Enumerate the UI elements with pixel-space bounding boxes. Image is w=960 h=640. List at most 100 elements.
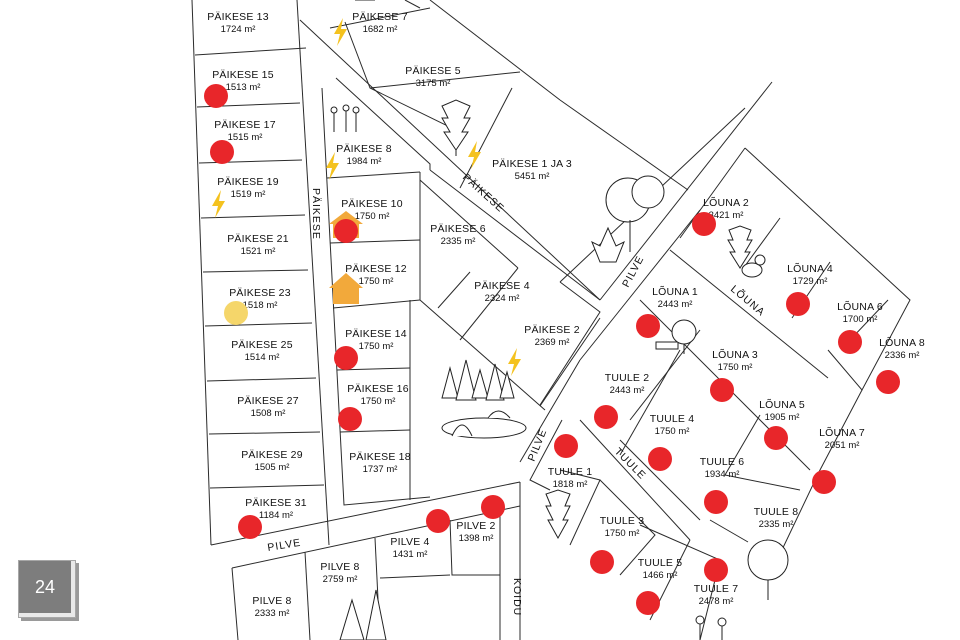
plot-name: TUULE 4 — [650, 413, 695, 425]
plot-area: 2478 m² — [699, 596, 734, 607]
plot-area: 1750 m² — [355, 211, 390, 222]
sold-marker — [692, 212, 716, 236]
plot-area: 1700 m² — [843, 314, 878, 325]
plot-area: 2324 m² — [485, 293, 520, 304]
plot-name: PÄIKESE 15 — [212, 69, 274, 81]
lightning-icon — [468, 141, 481, 169]
plot-name: TUULE 6 — [700, 456, 745, 468]
tree-icon — [747, 539, 789, 600]
sold-marker — [210, 140, 234, 164]
sold-marker — [334, 219, 358, 243]
forest-icon — [441, 359, 515, 401]
plot-name: LÕUNA 5 — [759, 398, 805, 411]
plot-name: TUULE 3 — [600, 515, 645, 527]
plot-area: 1729 m² — [793, 276, 828, 287]
plot-name: LÕUNA 2 — [703, 196, 749, 209]
plot-name: PÄIKESE 1 JA 3 — [492, 158, 572, 170]
plot-name: PÄIKESE 4 — [474, 280, 530, 292]
plot-area: 2335 m² — [441, 236, 476, 247]
plot-name: PÄIKESE 16 — [347, 383, 409, 395]
plot-area: 2443 m² — [658, 299, 693, 310]
decor-illustrations — [330, 99, 789, 640]
plot-area: 1750 m² — [361, 396, 396, 407]
sold-marker — [238, 515, 262, 539]
tree-icon — [545, 489, 571, 540]
plot-area: 1519 m² — [231, 189, 266, 200]
sold-marker — [636, 591, 660, 615]
plot-area: 1521 m² — [241, 246, 276, 257]
plot-name: PÄIKESE 27 — [237, 395, 299, 407]
plot-name: PÄIKESE 29 — [241, 449, 303, 461]
plot-area: 1398 m² — [459, 533, 494, 544]
sold-marker — [812, 470, 836, 494]
plot-name: TUULE 8 — [754, 506, 799, 518]
plot-name: PÄIKESE 8 — [336, 143, 392, 155]
sold-marker — [786, 292, 810, 316]
plot-name: PILVE 4 — [390, 536, 429, 548]
plot-name: LÕUNA 8 — [879, 336, 925, 349]
sold-marker — [876, 370, 900, 394]
sold-marker — [554, 434, 578, 458]
lightning-icon — [326, 152, 339, 180]
house-icon — [329, 273, 363, 304]
lightning-icon — [508, 348, 521, 376]
pond-icon — [441, 410, 527, 439]
plot-name: PÄIKESE 14 — [345, 328, 407, 340]
plot-area: 2051 m² — [825, 440, 860, 451]
plot-name: PÄIKESE 10 — [341, 198, 403, 210]
plot-name: PILVE 8 — [320, 561, 359, 573]
street-label-tuule: TUULE — [612, 446, 648, 482]
plot-area: 1508 m² — [251, 408, 286, 419]
sold-marker — [764, 426, 788, 450]
plot-area: 1724 m² — [221, 24, 256, 35]
reserved-marker — [224, 301, 248, 325]
bench-icon — [655, 319, 697, 354]
street-label-paikese-diagonal: PÄIKESE — [460, 171, 507, 215]
sold-marker — [481, 495, 505, 519]
plot-area: 2336 m² — [885, 350, 920, 361]
lightning-icon — [334, 18, 347, 46]
